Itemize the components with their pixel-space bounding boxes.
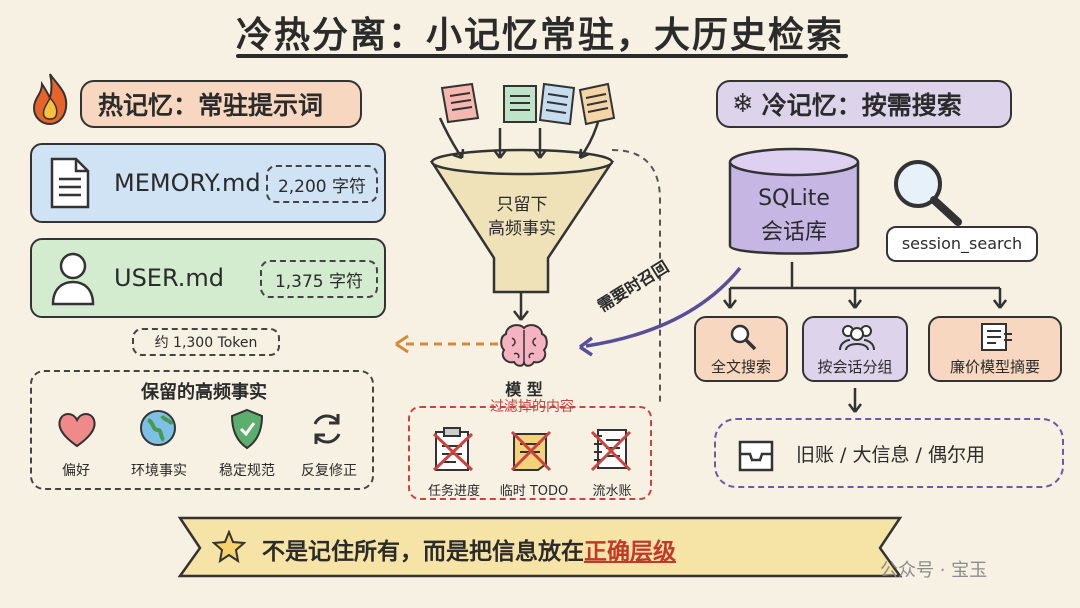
method-card-summary: 廉价模型摘要 — [928, 316, 1062, 382]
db-label-line2: 会话库 — [760, 220, 827, 245]
user-char-count: 1,375 字符 — [260, 260, 378, 298]
method-label-3: 廉价模型摘要 — [949, 358, 1040, 376]
method-label-1: 全文搜索 — [710, 358, 771, 376]
banner-ribbon — [177, 516, 903, 578]
cold-memory-header: ❄ 冷记忆：按需搜索 — [716, 80, 1012, 128]
funnel-discard-path — [611, 149, 661, 405]
funnel-label-line1: 只留下 — [496, 195, 548, 215]
session-search-tool: session_search — [886, 226, 1038, 262]
fact-label-3: 稳定规范 — [219, 463, 275, 479]
page-title: 冷热分离：小记忆常驻，大历史检索 — [235, 15, 844, 56]
result-box: 旧账 / 大信息 / 偶尔用 — [714, 418, 1064, 488]
facts-title: 保留的高频事实 — [141, 382, 267, 403]
fact-label-4: 反复修正 — [301, 463, 357, 479]
snowflake-icon: ❄ — [732, 89, 754, 119]
db-label-line1: SQLite — [758, 186, 830, 211]
token-note: 约 1,300 Token — [132, 328, 280, 356]
user-file-card: USER.md 1,375 字符 — [30, 238, 386, 318]
result-label: 旧账 / 大信息 / 偶尔用 — [796, 444, 985, 466]
sqlite-branches — [728, 262, 1002, 306]
filtered-box: 过滤掉的内容 任务进度 临时 TODO 流水账 — [408, 399, 652, 500]
watermark: 公众号 · 宝玉 — [880, 560, 988, 581]
filtered-item-1: 任务进度 — [427, 484, 480, 499]
method-card-fulltext: 全文搜索 — [694, 316, 788, 382]
filtered-item-3: 流水账 — [592, 484, 632, 499]
flame-icon — [28, 72, 72, 126]
filtered-item-2: 临时 TODO — [499, 484, 569, 499]
recall-arrow — [585, 266, 742, 348]
arrow-paper-1 — [438, 117, 464, 159]
model-label: 模 型 — [505, 380, 543, 399]
user-file-name: USER.md — [114, 264, 225, 292]
method-label-2: 按会话分组 — [817, 358, 893, 376]
memory-char-count: 2,200 字符 — [266, 165, 378, 203]
banner-text: 不是记住所有，而是把信息放在正确层级 — [262, 532, 676, 566]
facts-box: 保留的高频事实 偏好 环境事实 稳定规范 反复修正 — [30, 370, 374, 490]
banner-text-prefix: 不是记住所有，而是把信息放在 — [262, 539, 584, 565]
banner-text-highlight: 正确层级 — [584, 539, 676, 565]
hot-memory-header: 热记忆：常驻提示词 — [80, 80, 362, 128]
cold-memory-header-text: 冷记忆：按需搜索 — [761, 91, 962, 120]
memory-file-name: MEMORY.md — [114, 169, 261, 197]
hot-memory-header-text: 热记忆：常驻提示词 — [98, 91, 324, 120]
funnel-shape — [429, 148, 615, 294]
funnel-label-line2: 高频事实 — [488, 219, 556, 239]
fact-label-1: 偏好 — [62, 463, 90, 479]
memory-file-card: MEMORY.md 2,200 字符 — [30, 143, 386, 223]
title-underline — [236, 54, 848, 58]
method-card-group: 按会话分组 — [802, 316, 908, 382]
filtered-title: 过滤掉的内容 — [490, 399, 574, 415]
fact-label-2: 环境事实 — [131, 463, 187, 479]
arrow-paper-4 — [578, 121, 600, 159]
